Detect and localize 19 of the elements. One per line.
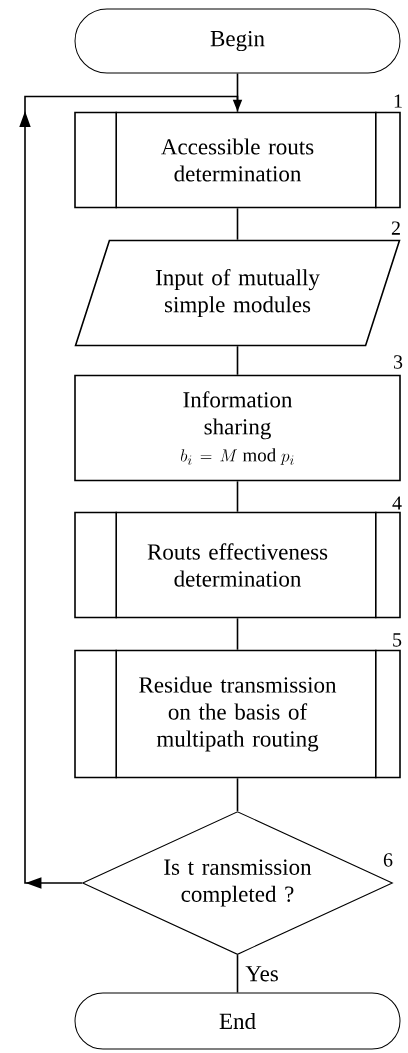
connector-line	[236, 617, 239, 651]
connector-line	[236, 207, 239, 241]
subroutine-box: Accessible routs determination	[74, 110, 401, 210]
subroutine-box: Residue transmission on the basis of multipath routing	[74, 648, 401, 780]
process-box: Information sharing $b_i = M \bmod p_i$	[74, 374, 401, 482]
connector-line	[236, 345, 239, 376]
connector-line	[236, 954, 239, 994]
input-parallelogram: Input of mutually simple modules	[74, 239, 401, 347]
callout-number: 2	[391, 221, 400, 235]
subroutine-box: Routs effectiveness determination	[74, 510, 401, 620]
callout-number: 6	[383, 853, 393, 867]
edge-label: Yes	[244, 965, 280, 983]
callout-number: 5	[393, 633, 402, 647]
callout-number: 1	[394, 94, 402, 108]
arrow	[19, 95, 243, 889]
connector-line	[236, 777, 239, 812]
callout-number: 3	[393, 355, 403, 369]
connector-line	[236, 480, 239, 513]
callout-number: 4	[392, 496, 402, 510]
